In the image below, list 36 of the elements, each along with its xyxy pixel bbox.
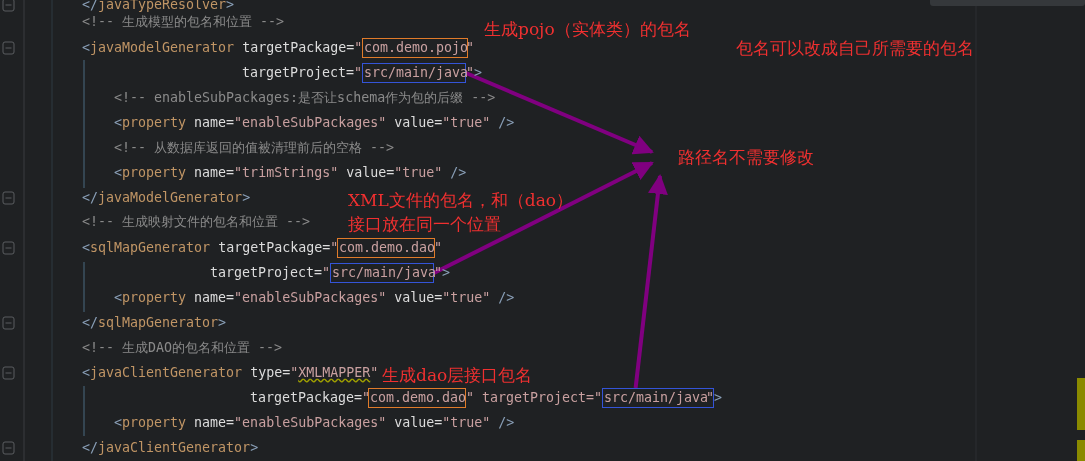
code-comment: <!-- enableSubPackages:是否让schema作为包的后缀 --> [114,90,496,106]
code-line: <sqlMapGenerator targetPackage=" [82,240,339,256]
code-line: </javaClientGenerator> [82,440,259,456]
code-comment: <!-- 生成模型的包名和位置 --> [82,14,285,30]
code-line: " [466,40,474,56]
annotation-text: 接口放在同一个位置 [348,214,501,234]
code-line: "> [706,390,723,406]
code-line: <property name="enableSubPackages" value="true" /> [114,290,515,306]
code-line: <property name="enableSubPackages" value="true" /> [114,415,515,431]
annotation-text: XML文件的包名，和（dao） [348,190,574,210]
annotation-text: 包名可以改成自己所需要的包名 [736,38,974,58]
code-line: targetProject=" [242,65,363,81]
code-line: "> [434,265,451,281]
code-comment: <!-- 从数据库返回的值被清理前后的空格 --> [114,140,395,156]
annotation-text: 路径名不需要修改 [652,140,842,176]
code-line: <javaClientGenerator type="XMLMAPPER" [82,365,379,381]
code-line: targetProject=" [210,265,331,281]
code-comment: <!-- 生成DAO的包名和位置 --> [82,340,283,356]
highlighted-value: com.demo.dao [368,388,466,408]
code-line: </javaModelGenerator> [82,190,251,206]
highlighted-value: com.demo.pojo [362,38,468,58]
annotation-text: 生成pojo（实体类）的包名 [484,19,691,39]
code-line: </sqlMapGenerator> [82,315,227,331]
code-line: <property name="enableSubPackages" value="true" /> [114,115,515,131]
code-line: <javaModelGenerator targetPackage=" [82,40,363,56]
highlighted-value: com.demo.dao [337,238,435,258]
code-line: "> [466,65,483,81]
code-line: targetPackage=" [250,390,371,406]
code-line: <property name="trimStrings" value="true" /> [114,165,467,181]
code-line: " [434,240,442,256]
arrow [433,161,654,275]
arrow [633,174,668,389]
arrow [465,71,654,155]
annotation-text: 生成dao层接口包名 [382,365,533,385]
code-comment: <!-- 生成映射文件的包名和位置 --> [82,214,311,230]
code-line: " targetProject=" [466,390,603,406]
